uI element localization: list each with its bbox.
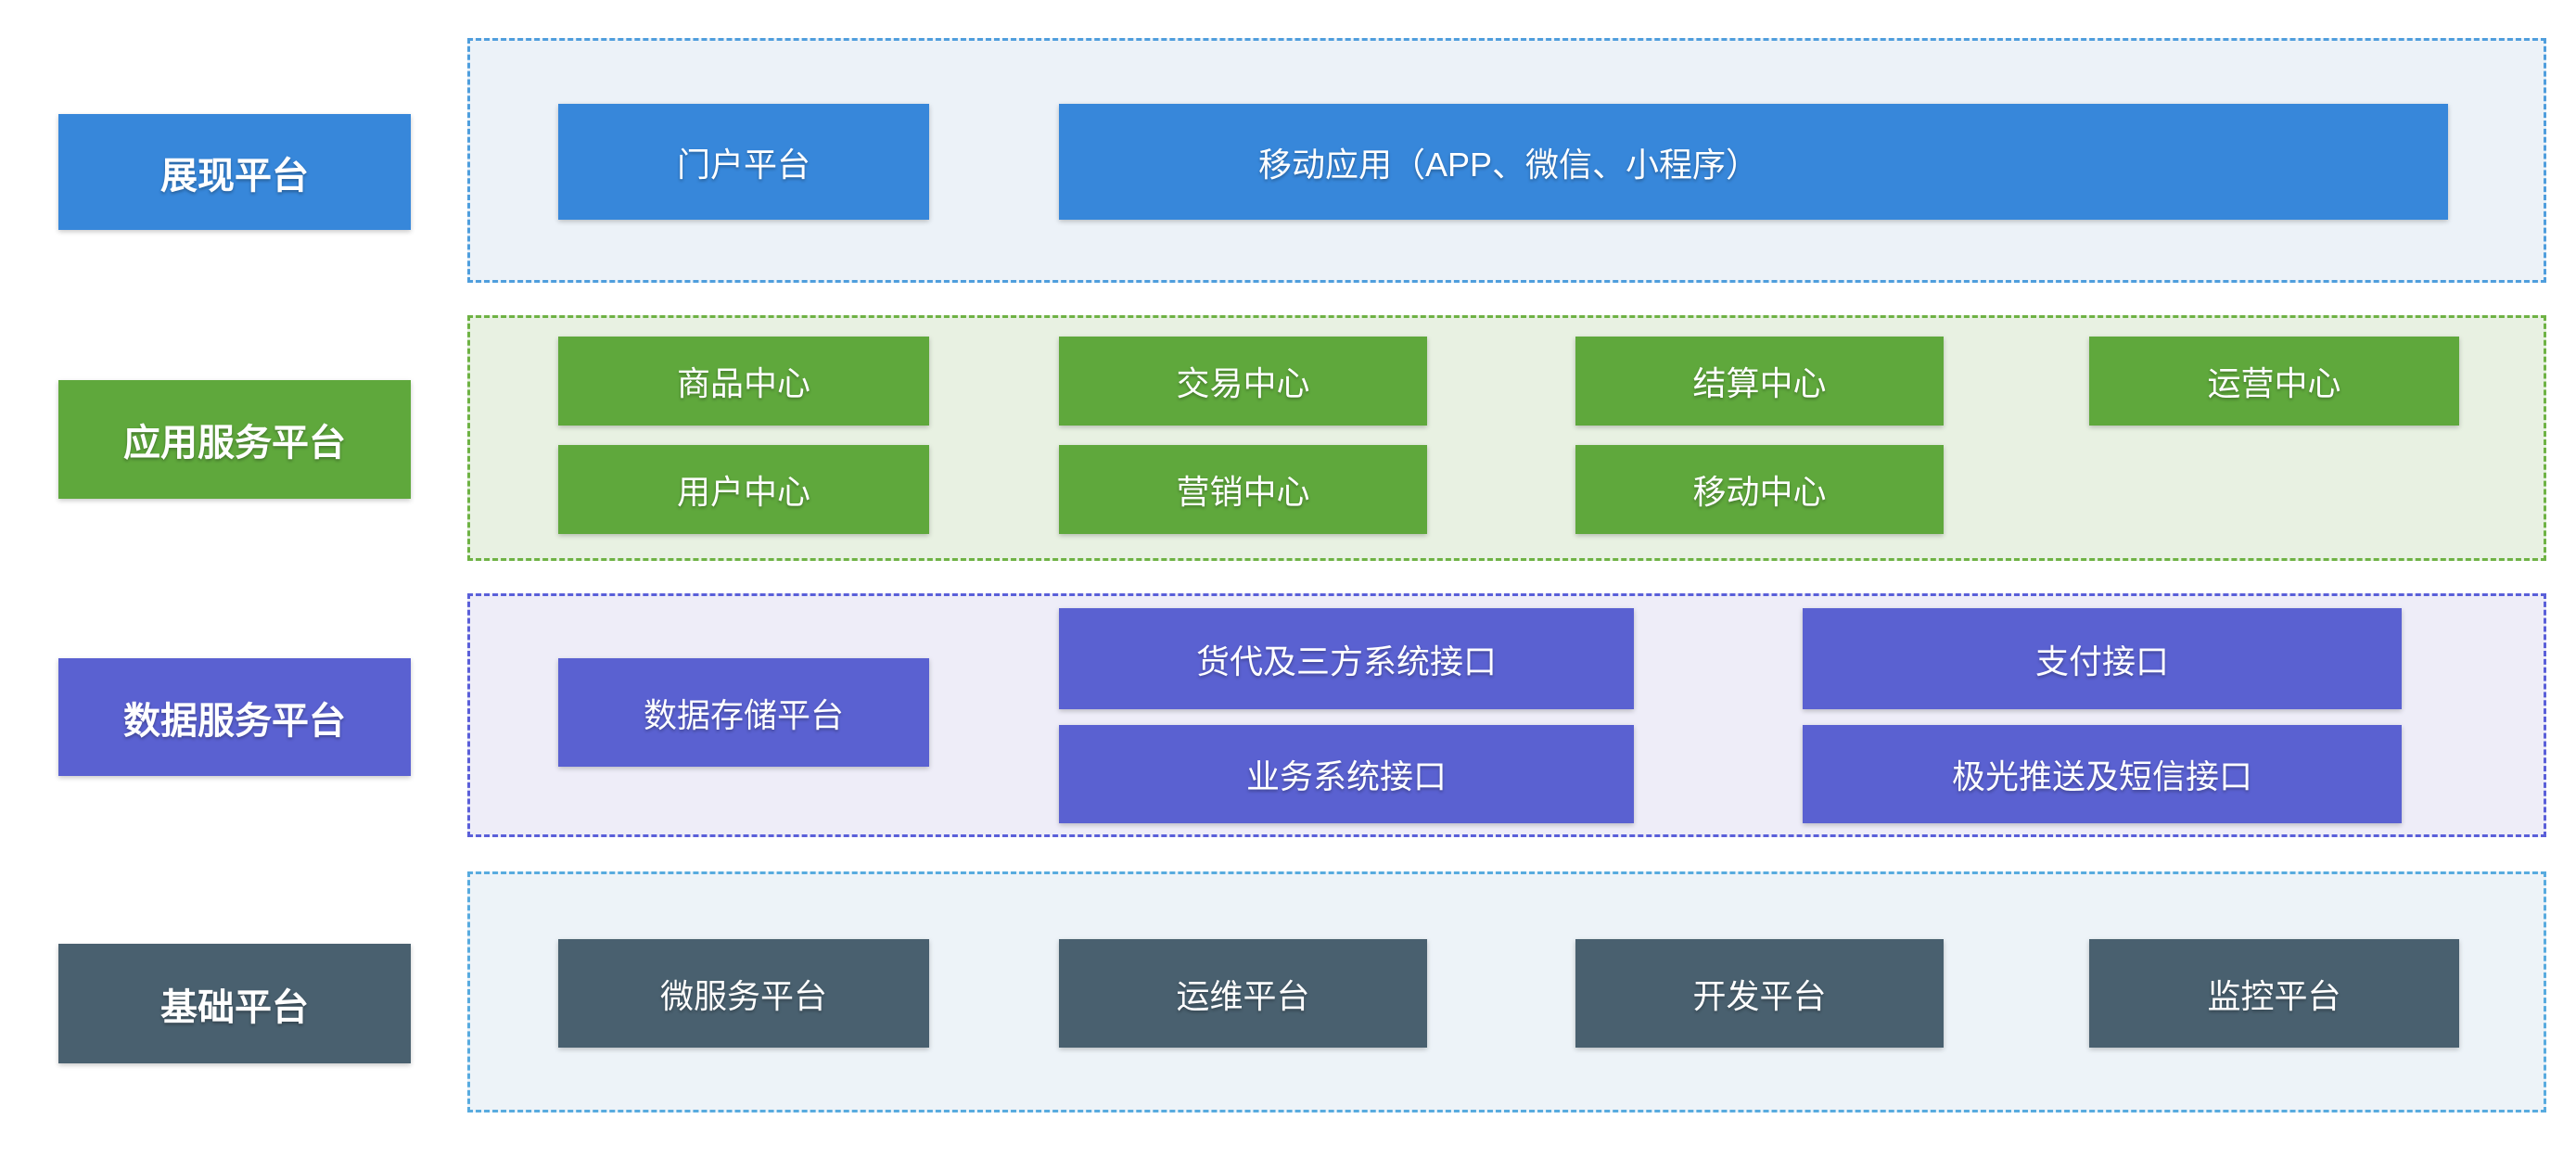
layer-container-application: 商品中心 交易中心 结算中心 运营中心 用户中心 营销中心 移动中心 xyxy=(467,315,2546,561)
box-user-center: 用户中心 xyxy=(558,445,929,534)
box-trade-center: 交易中心 xyxy=(1059,337,1427,426)
box-freight-third-party-interface: 货代及三方系统接口 xyxy=(1059,608,1634,709)
box-data-storage-platform: 数据存储平台 xyxy=(558,658,929,767)
box-monitor-platform: 监控平台 xyxy=(2089,939,2459,1048)
box-ops-platform: 运维平台 xyxy=(1059,939,1427,1048)
box-jpush-sms-interface: 极光推送及短信接口 xyxy=(1803,725,2402,823)
layer-label-base: 基础平台 xyxy=(58,944,411,1063)
box-payment-interface: 支付接口 xyxy=(1803,608,2402,709)
box-business-system-interface: 业务系统接口 xyxy=(1059,725,1634,823)
layer-container-presentation: 门户平台 移动应用（APP、微信、小程序） xyxy=(467,38,2546,283)
box-settlement-center: 结算中心 xyxy=(1575,337,1944,426)
layer-container-data: 数据存储平台 货代及三方系统接口 支付接口 业务系统接口 极光推送及短信接口 xyxy=(467,593,2546,837)
layer-label-presentation: 展现平台 xyxy=(58,114,411,230)
box-mobile-center: 移动中心 xyxy=(1575,445,1944,534)
layer-label-data: 数据服务平台 xyxy=(58,658,411,776)
box-dev-platform: 开发平台 xyxy=(1575,939,1944,1048)
layer-label-application: 应用服务平台 xyxy=(58,380,411,499)
box-product-center: 商品中心 xyxy=(558,337,929,426)
box-marketing-center: 营销中心 xyxy=(1059,445,1427,534)
box-mobile-apps: 移动应用（APP、微信、小程序） xyxy=(1059,104,2448,220)
box-operation-center: 运营中心 xyxy=(2089,337,2459,426)
box-microservice-platform: 微服务平台 xyxy=(558,939,929,1048)
layer-container-base: 微服务平台 运维平台 开发平台 监控平台 xyxy=(467,871,2546,1112)
box-portal-platform: 门户平台 xyxy=(558,104,929,220)
